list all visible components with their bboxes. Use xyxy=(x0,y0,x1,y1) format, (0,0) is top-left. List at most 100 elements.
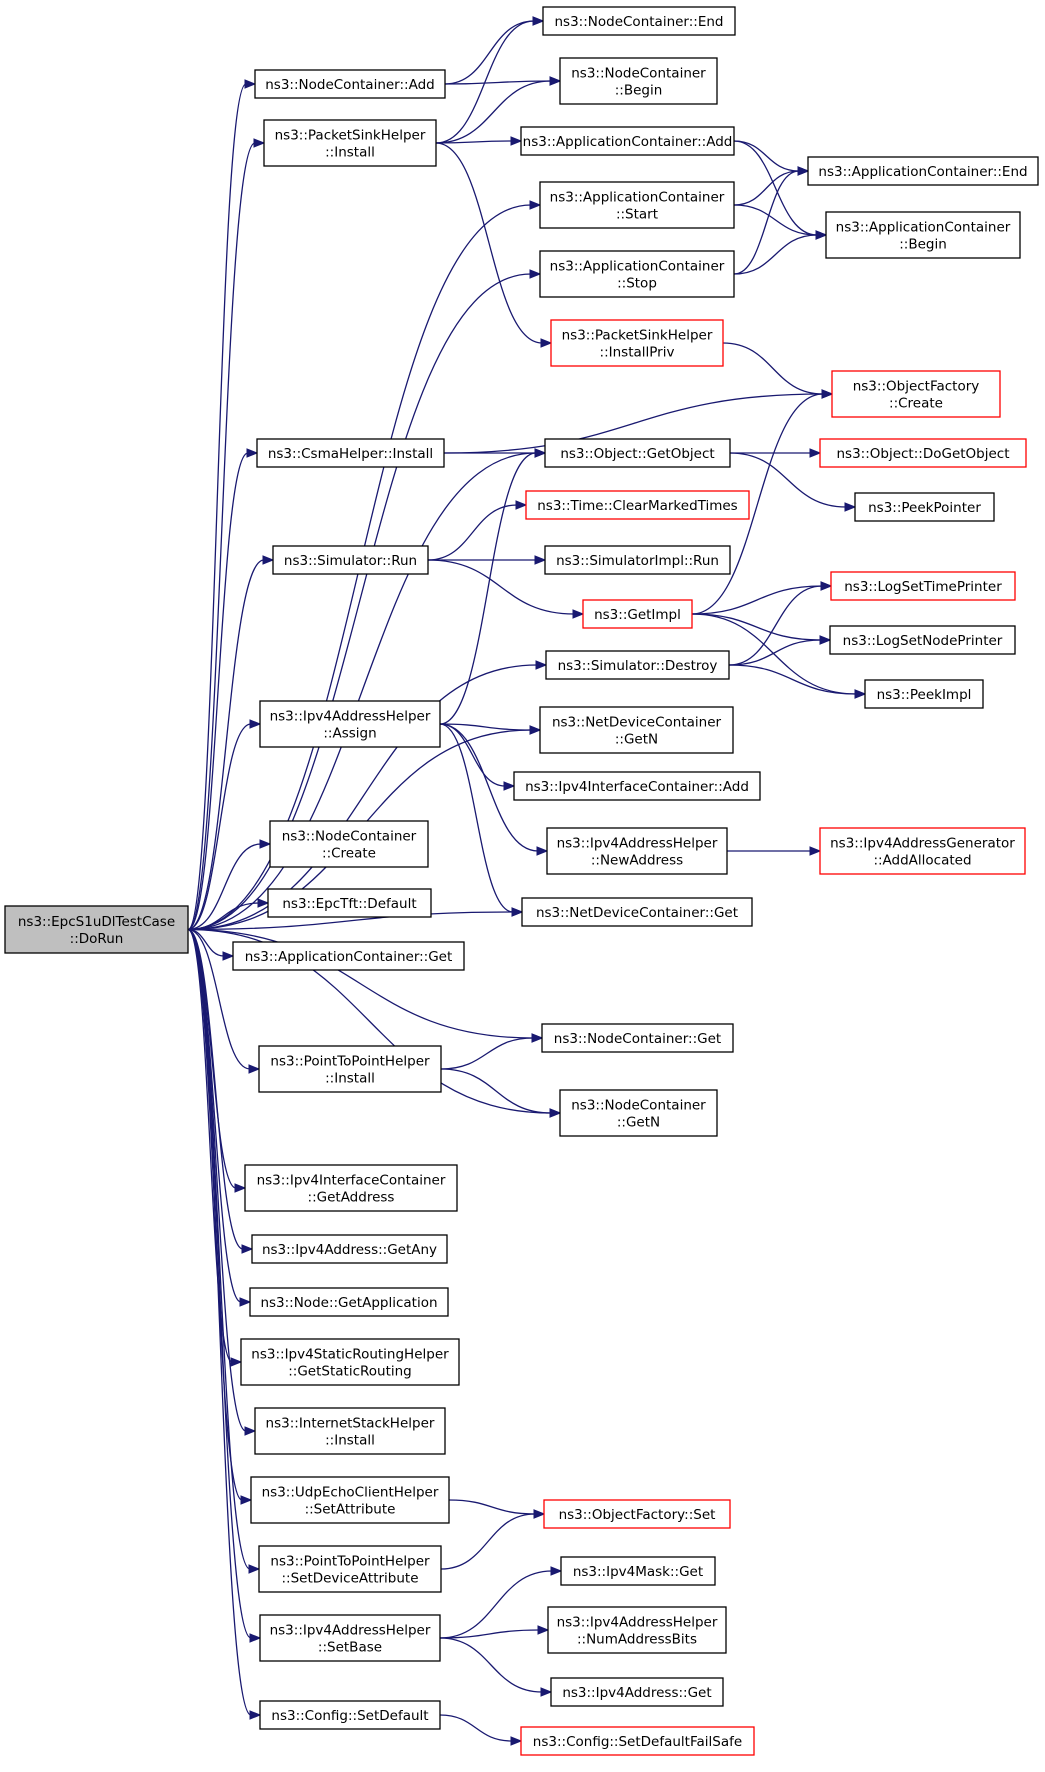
node-ns3-ipv4staticroutinghelper-getstaticrouting[interactable]: ns3::Ipv4StaticRoutingHelper::GetStaticR… xyxy=(240,1338,460,1386)
node-ns3-ipv4addressgenerator-addallocated[interactable]: ns3::Ipv4AddressGenerator::AddAllocated xyxy=(819,827,1026,875)
node-ns3-peekimpl[interactable]: ns3::PeekImpl xyxy=(864,679,984,709)
node-ns3-node-getapplication[interactable]: ns3::Node::GetApplication xyxy=(249,1287,449,1317)
node-ns3-getimpl[interactable]: ns3::GetImpl xyxy=(582,599,693,629)
node-ns3-applicationcontainer-end[interactable]: ns3::ApplicationContainer::End xyxy=(807,156,1039,186)
node-box[interactable] xyxy=(254,69,446,99)
node-ns3-packetsinkhelper-install[interactable]: ns3::PacketSinkHelper::Install xyxy=(263,119,437,167)
node-ns3-ipv4addresshelper-newaddress[interactable]: ns3::Ipv4AddressHelper::NewAddress xyxy=(546,827,728,875)
node-ns3-simulatorimpl-run[interactable]: ns3::SimulatorImpl::Run xyxy=(544,545,731,575)
node-ns3-logsettimeprinter[interactable]: ns3::LogSetTimePrinter xyxy=(830,571,1016,601)
node-box[interactable] xyxy=(544,545,731,575)
node-box[interactable] xyxy=(854,492,995,522)
node-ns3-pointtopointhelper-setdeviceattribute[interactable]: ns3::PointToPointHelper::SetDeviceAttrib… xyxy=(258,1545,442,1593)
node-ns3-netdevicecontainer-get[interactable]: ns3::NetDeviceContainer::Get xyxy=(521,897,753,927)
node-ns3-simulator-run[interactable]: ns3::Simulator::Run xyxy=(272,545,429,575)
node-ns3-simulator-destroy[interactable]: ns3::Simulator::Destroy xyxy=(545,650,730,680)
node-ns3-ipv4address-get[interactable]: ns3::Ipv4Address::Get xyxy=(550,1677,724,1707)
node-box[interactable] xyxy=(240,1338,460,1386)
node-box[interactable] xyxy=(259,700,441,748)
node-ns3-netdevicecontainer-getn[interactable]: ns3::NetDeviceContainer::GetN xyxy=(539,706,734,754)
node-box[interactable] xyxy=(251,1234,448,1264)
node-box[interactable] xyxy=(525,490,750,520)
node-box[interactable] xyxy=(272,545,429,575)
node-ns3-applicationcontainer-begin[interactable]: ns3::ApplicationContainer::Begin xyxy=(825,211,1021,259)
node-ns3-config-setdefaultfailsafe[interactable]: ns3::Config::SetDefaultFailSafe xyxy=(520,1726,755,1756)
node-box[interactable] xyxy=(267,888,432,918)
node-box[interactable] xyxy=(539,250,735,298)
node-box[interactable] xyxy=(544,438,731,468)
node-ns3-nodecontainer-getn[interactable]: ns3::NodeContainer::GetN xyxy=(559,1089,718,1137)
node-ns3-ipv4address-getany[interactable]: ns3::Ipv4Address::GetAny xyxy=(251,1234,448,1264)
node-box[interactable] xyxy=(807,156,1039,186)
node-ns3-ipv4interfacecontainer-getaddress[interactable]: ns3::Ipv4InterfaceContainer::GetAddress xyxy=(244,1164,458,1212)
node-box[interactable] xyxy=(269,820,429,868)
node-box[interactable] xyxy=(520,1726,755,1756)
node-ns3-nodecontainer-end[interactable]: ns3::NodeContainer::End xyxy=(542,6,736,36)
node-box[interactable] xyxy=(819,438,1027,468)
node-ns3-object-getobject[interactable]: ns3::Object::GetObject xyxy=(544,438,731,468)
node-ns3-ipv4addresshelper-assign[interactable]: ns3::Ipv4AddressHelper::Assign xyxy=(259,700,441,748)
node-box[interactable] xyxy=(259,1614,441,1662)
node-box[interactable] xyxy=(819,827,1026,875)
node-box[interactable] xyxy=(830,571,1016,601)
node-box[interactable] xyxy=(543,1499,731,1529)
node-box[interactable] xyxy=(825,211,1021,259)
node-box[interactable] xyxy=(258,1545,442,1593)
node-ns3-nodecontainer-begin[interactable]: ns3::NodeContainer::Begin xyxy=(559,57,718,105)
node-ns3-time-clearmarkedtimes[interactable]: ns3::Time::ClearMarkedTimes xyxy=(525,490,750,520)
node-box[interactable] xyxy=(541,1023,734,1053)
node-ns3-applicationcontainer-add[interactable]: ns3::ApplicationContainer::Add xyxy=(520,126,735,156)
node-ns3-internetstackhelper-install[interactable]: ns3::InternetStackHelper::Install xyxy=(254,1407,446,1455)
node-ns3-csmahelper-install[interactable]: ns3::CsmaHelper::Install xyxy=(256,438,445,468)
node-ns3-logsetnodeprinter[interactable]: ns3::LogSetNodePrinter xyxy=(829,625,1016,655)
node-ns3-object-dogetobject[interactable]: ns3::Object::DoGetObject xyxy=(819,438,1027,468)
node-box[interactable] xyxy=(256,438,445,468)
node-ns3-applicationcontainer-get[interactable]: ns3::ApplicationContainer::Get xyxy=(232,941,465,971)
node-box[interactable] xyxy=(560,1556,716,1586)
node-box[interactable] xyxy=(258,1045,442,1093)
node-ns3-nodecontainer-add[interactable]: ns3::NodeContainer::Add xyxy=(254,69,446,99)
node-box[interactable] xyxy=(545,650,730,680)
node-ns3-applicationcontainer-start[interactable]: ns3::ApplicationContainer::Start xyxy=(539,181,735,229)
node-box[interactable] xyxy=(250,1476,450,1524)
node-ns3-epctft-default[interactable]: ns3::EpcTft::Default xyxy=(267,888,432,918)
node-ns3-ipv4addresshelper-setbase[interactable]: ns3::Ipv4AddressHelper::SetBase xyxy=(259,1614,441,1662)
node-box[interactable] xyxy=(550,1677,724,1707)
node-box[interactable] xyxy=(550,319,724,367)
node-box[interactable] xyxy=(539,706,734,754)
node-ns3-objectfactory-create[interactable]: ns3::ObjectFactory::Create xyxy=(831,370,1001,418)
node-box[interactable] xyxy=(263,119,437,167)
node-ns3-ipv4mask-get[interactable]: ns3::Ipv4Mask::Get xyxy=(560,1556,716,1586)
node-ns3-pointtopointhelper-install[interactable]: ns3::PointToPointHelper::Install xyxy=(258,1045,442,1093)
node-ns3-udpechoclienthelper-setattribute[interactable]: ns3::UdpEchoClientHelper::SetAttribute xyxy=(250,1476,450,1524)
node-ns3-epcs1udltestcase-dorun[interactable]: ns3::EpcS1uDlTestCase::DoRun xyxy=(4,905,189,954)
node-box[interactable] xyxy=(864,679,984,709)
node-box[interactable] xyxy=(513,771,761,801)
node-box[interactable] xyxy=(559,57,718,105)
node-box[interactable] xyxy=(542,6,736,36)
node-box[interactable] xyxy=(249,1287,449,1317)
node-box[interactable] xyxy=(4,905,189,954)
node-box[interactable] xyxy=(547,1606,727,1654)
node-box[interactable] xyxy=(520,126,735,156)
node-box[interactable] xyxy=(831,370,1001,418)
node-box[interactable] xyxy=(546,827,728,875)
node-box[interactable] xyxy=(259,1700,441,1730)
node-box[interactable] xyxy=(254,1407,446,1455)
node-box[interactable] xyxy=(521,897,753,927)
node-box[interactable] xyxy=(582,599,693,629)
node-ns3-nodecontainer-create[interactable]: ns3::NodeContainer::Create xyxy=(269,820,429,868)
node-ns3-nodecontainer-get[interactable]: ns3::NodeContainer::Get xyxy=(541,1023,734,1053)
node-box[interactable] xyxy=(829,625,1016,655)
node-ns3-config-setdefault[interactable]: ns3::Config::SetDefault xyxy=(259,1700,441,1730)
node-box[interactable] xyxy=(559,1089,718,1137)
node-ns3-ipv4addresshelper-numaddressbits[interactable]: ns3::Ipv4AddressHelper::NumAddressBits xyxy=(547,1606,727,1654)
node-ns3-objectfactory-set[interactable]: ns3::ObjectFactory::Set xyxy=(543,1499,731,1529)
node-box[interactable] xyxy=(232,941,465,971)
node-box[interactable] xyxy=(244,1164,458,1212)
node-ns3-packetsinkhelper-installpriv[interactable]: ns3::PacketSinkHelper::InstallPriv xyxy=(550,319,724,367)
node-ns3-ipv4interfacecontainer-add[interactable]: ns3::Ipv4InterfaceContainer::Add xyxy=(513,771,761,801)
node-box[interactable] xyxy=(539,181,735,229)
node-ns3-peekpointer[interactable]: ns3::PeekPointer xyxy=(854,492,995,522)
node-ns3-applicationcontainer-stop[interactable]: ns3::ApplicationContainer::Stop xyxy=(539,250,735,298)
